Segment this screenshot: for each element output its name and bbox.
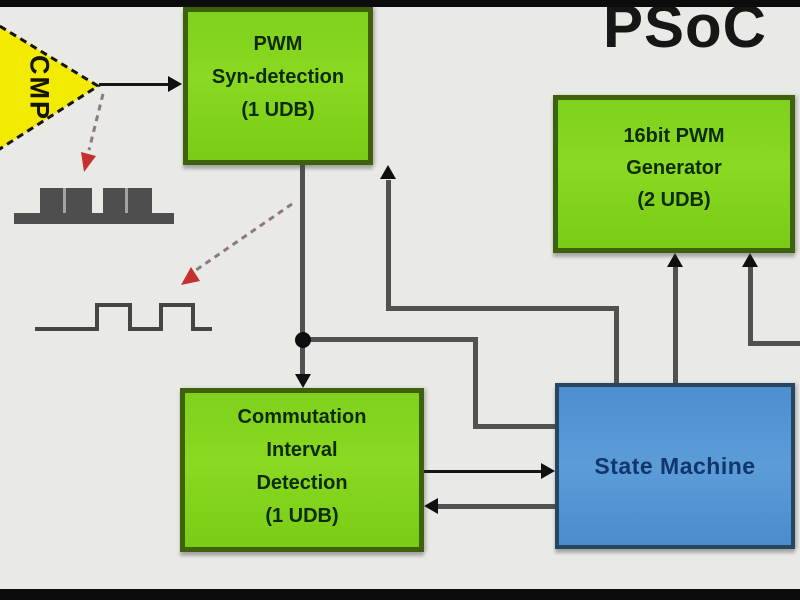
block-16bit-pwm-generator: 16bit PWM Generator (2 UDB) (553, 95, 795, 253)
wire-statemachine-up (614, 310, 619, 387)
psoc-title: PSoC (602, 0, 768, 60)
wire-external-to-generator-h (748, 341, 800, 346)
wire-junction-down (473, 337, 478, 429)
block-text-line: Syn-detection (211, 66, 345, 88)
top-border-bar (0, 0, 800, 7)
comparator-label: CMP (25, 55, 55, 121)
block-text-line: Generator (626, 157, 722, 179)
arrowhead-into-commutation-top (295, 374, 311, 388)
annotation-arrow-1-head-icon (81, 152, 96, 172)
block-text-line: (2 UDB) (637, 189, 711, 211)
annotation-arrow-2-head-icon (181, 267, 200, 285)
wire-commutation-to-statemachine (424, 470, 544, 473)
block-text-line: PWM (253, 33, 303, 55)
block-text-line: Commutation (237, 406, 367, 428)
wire-junction-dot (295, 332, 311, 348)
block-text-line: 16bit PWM (623, 125, 725, 147)
wire-external-to-generator-v (748, 267, 753, 346)
bottom-border-bar (0, 589, 800, 600)
block-text-line: (1 UDB) (241, 99, 315, 121)
annotation-arrow-1-line (87, 93, 105, 151)
block-commutation-interval-detection: Commutation Interval Detection (1 UDB) (180, 388, 424, 552)
block-state-machine: State Machine (555, 383, 795, 549)
block-text-line: Detection (256, 472, 348, 494)
arrowhead-into-generator-1 (667, 253, 683, 267)
square-wave-waveform-icon (35, 303, 212, 331)
wire-statemachine-to-generator (673, 267, 678, 387)
wire-into-statemachine-left (473, 424, 559, 429)
pwm-burst-waveform-icon (14, 188, 174, 224)
wire-cmp-to-pwmsyn (99, 83, 171, 86)
arrowhead-into-pwmsyn-bottom (380, 165, 396, 179)
wire-pwmsyn-down (300, 163, 305, 375)
block-text-line: Interval (266, 439, 338, 461)
block-text-line: (1 UDB) (265, 505, 339, 527)
wire-feedback-horizontal (388, 306, 619, 311)
block-text-line: State Machine (594, 452, 756, 479)
arrowhead-into-statemachine (541, 463, 555, 479)
wire-statemachine-to-commutation (438, 504, 557, 509)
arrowhead-into-generator-2 (742, 253, 758, 267)
block-pwm-syn-detection: PWM Syn-detection (1 UDB) (183, 7, 373, 165)
arrowhead-into-pwmsyn-left (168, 76, 182, 92)
wire-feedback-up (386, 180, 391, 311)
arrowhead-into-commutation-right (424, 498, 438, 514)
comparator-triangle-icon (0, 24, 101, 151)
annotation-arrow-2-line (195, 202, 293, 272)
wire-junction-right (300, 337, 478, 342)
